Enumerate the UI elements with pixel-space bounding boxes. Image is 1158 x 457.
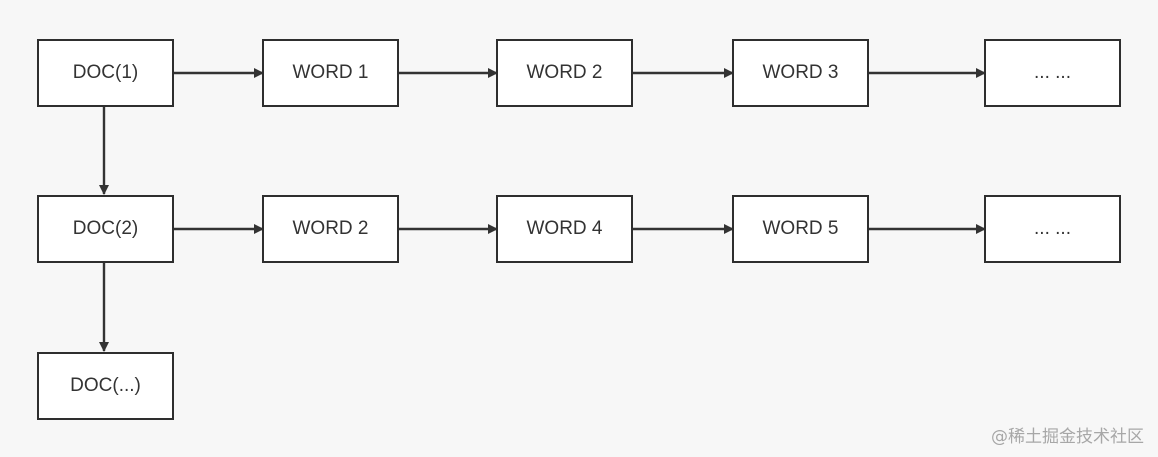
doc-2-box: DOC(2) [37, 195, 174, 263]
row-2-word-box: WORD 2 [262, 195, 399, 263]
row-1-word-label: WORD 3 [762, 62, 839, 83]
row-2-word-label: WORD 2 [292, 218, 369, 239]
row-1-word-box: WORD 1 [262, 39, 399, 107]
row-1-word-label: WORD 2 [526, 62, 603, 83]
row-2-more-label: ... ... [1034, 218, 1071, 239]
doc-more-box: DOC(...) [37, 352, 174, 420]
row-1-word-box: WORD 2 [496, 39, 633, 107]
doc-1-box: DOC(1) [37, 39, 174, 107]
row-2-word-label: WORD 5 [762, 218, 839, 239]
doc-1-label: DOC(1) [72, 62, 139, 83]
doc-2-label: DOC(2) [72, 218, 139, 239]
row-2-more-box: ... ... [984, 195, 1121, 263]
row-1-more-box: ... ... [984, 39, 1121, 107]
row-2-word-box: WORD 5 [732, 195, 869, 263]
row-1-word-label: WORD 1 [292, 62, 369, 83]
doc-more-label: DOC(...) [70, 375, 141, 396]
row-1-more-label: ... ... [1034, 62, 1071, 83]
row-2-word-label: WORD 4 [526, 218, 603, 239]
row-2-word-box: WORD 4 [496, 195, 633, 263]
row-1-word-box: WORD 3 [732, 39, 869, 107]
watermark: @稀土掘金技术社区 [991, 427, 1144, 447]
